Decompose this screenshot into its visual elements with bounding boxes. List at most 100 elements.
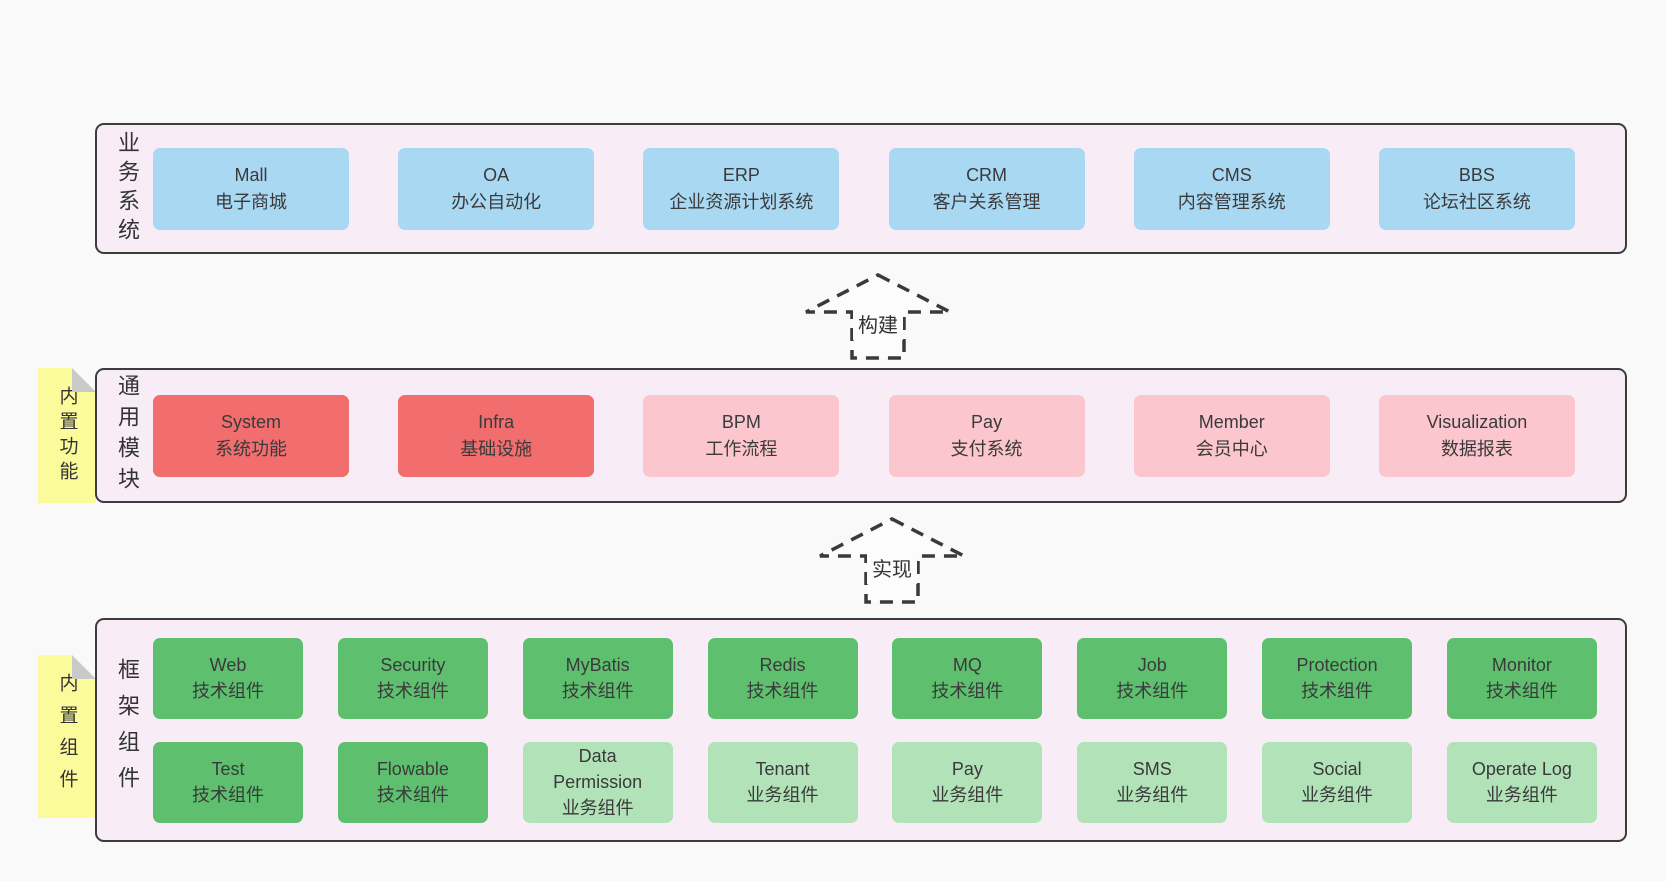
diagram-box-crm: CRM 客户关系管理 bbox=[888, 147, 1085, 230]
box-subtitle: 基础设施 bbox=[460, 438, 533, 459]
box-subtitle: 支付系统 bbox=[950, 438, 1023, 459]
box-subtitle: 技术组件 bbox=[746, 681, 819, 701]
box-title: Test bbox=[211, 758, 245, 779]
diagram-box-data-permission: Data Permission 业务组件 bbox=[522, 741, 673, 823]
diagram-box-bbs: BBS 论坛社区系统 bbox=[1378, 147, 1575, 230]
box-title: Mall bbox=[234, 165, 268, 186]
diagram-box-pay: Pay 支付系统 bbox=[888, 394, 1085, 477]
box-title: MyBatis bbox=[565, 654, 630, 675]
box-subtitle: 系统功能 bbox=[215, 438, 287, 459]
section-label-framework-components: 框架组件 bbox=[115, 658, 140, 802]
box-title: Redis bbox=[759, 654, 806, 675]
section-label-common-modules: 通用模块 bbox=[115, 373, 140, 498]
box-title: Tenant bbox=[755, 758, 810, 779]
diagram-box-flowable: Flowable 技术组件 bbox=[337, 741, 488, 823]
box-subtitle: 业务组件 bbox=[1485, 785, 1558, 805]
box-title: MQ bbox=[952, 654, 982, 675]
diagram-box-web: Web 技术组件 bbox=[153, 637, 303, 719]
diagram-box-mybatis: MyBatis 技术组件 bbox=[522, 637, 673, 719]
box-title: Flowable bbox=[376, 758, 449, 779]
box-subtitle: 技术组件 bbox=[192, 681, 264, 701]
box-title: Security bbox=[380, 654, 446, 675]
diagram-box-erp: ERP 企业资源计划系统 bbox=[643, 147, 840, 230]
box-title: Pay bbox=[971, 412, 1003, 433]
diagram-box-monitor: Monitor 技术组件 bbox=[1446, 637, 1597, 719]
box-subtitle: 技术组件 bbox=[376, 681, 449, 701]
box-title: SMS bbox=[1132, 758, 1172, 779]
box-subtitle: 会员中心 bbox=[1195, 438, 1268, 459]
box-title: Web bbox=[209, 654, 247, 675]
box-subtitle: 技术组件 bbox=[561, 681, 634, 701]
diagram-box-pay: Pay 业务组件 bbox=[892, 741, 1043, 823]
box-subtitle: 数据报表 bbox=[1440, 438, 1513, 459]
box-subtitle: 工作流程 bbox=[705, 438, 778, 459]
box-subtitle: 办公自动化 bbox=[451, 191, 542, 212]
diagram-box-job: Job 技术组件 bbox=[1077, 637, 1228, 719]
section-label-business-systems: 业务系统 bbox=[115, 130, 140, 247]
diagram-box-system: System 系统功能 bbox=[153, 394, 349, 477]
box-subtitle: 内容管理系统 bbox=[1177, 191, 1286, 212]
box-subtitle: 业务组件 bbox=[746, 785, 819, 805]
box-title: Protection bbox=[1296, 654, 1378, 675]
box-title: CMS bbox=[1211, 165, 1252, 186]
sticky-note-text: 内置功能 bbox=[56, 385, 78, 486]
box-subtitle: 技术组件 bbox=[931, 681, 1004, 701]
diagram-box-oa: OA 办公自动化 bbox=[398, 147, 595, 230]
sticky-note-text: 内置组件 bbox=[56, 672, 78, 801]
diagram-box-tenant: Tenant 业务组件 bbox=[707, 741, 858, 823]
box-title: Monitor bbox=[1491, 654, 1552, 675]
box-title: Data Permission bbox=[553, 745, 643, 792]
box-title: OA bbox=[483, 165, 510, 186]
box-subtitle: 技术组件 bbox=[1116, 681, 1189, 701]
diagram-box-sms: SMS 业务组件 bbox=[1077, 741, 1228, 823]
diagram-box-bpm: BPM 工作流程 bbox=[643, 394, 840, 477]
sticky-note-built-in-features: 内置功能 bbox=[38, 368, 96, 503]
box-subtitle: 技术组件 bbox=[1485, 681, 1558, 701]
box-subtitle: 业务组件 bbox=[1116, 785, 1189, 805]
box-title: BPM bbox=[721, 412, 761, 433]
box-subtitle: 企业资源计划系统 bbox=[669, 191, 814, 212]
box-subtitle: 论坛社区系统 bbox=[1422, 191, 1531, 212]
diagram-box-security: Security 技术组件 bbox=[337, 637, 488, 719]
box-title: BBS bbox=[1458, 165, 1495, 186]
box-title: Operate Log bbox=[1471, 758, 1572, 779]
box-title: Visualization bbox=[1426, 412, 1528, 433]
arrow-label-build: 构建 bbox=[853, 306, 903, 340]
box-subtitle: 业务组件 bbox=[1301, 785, 1374, 805]
box-title: System bbox=[220, 412, 281, 433]
box-title: Job bbox=[1137, 654, 1167, 675]
diagram-box-visualization: Visualization 数据报表 bbox=[1378, 394, 1575, 477]
sticky-note-built-in-components: 内置组件 bbox=[38, 655, 96, 818]
arrow-label-implement: 实现 bbox=[867, 550, 917, 584]
diagram-box-infra: Infra 基础设施 bbox=[398, 394, 595, 477]
box-subtitle: 技术组件 bbox=[1301, 681, 1374, 701]
diagram-box-mall: Mall 电子商城 bbox=[153, 147, 349, 230]
diagram-box-protection: Protection 技术组件 bbox=[1262, 637, 1413, 719]
diagram-box-mq: MQ 技术组件 bbox=[892, 637, 1043, 719]
box-subtitle: 技术组件 bbox=[376, 785, 449, 805]
diagram-box-redis: Redis 技术组件 bbox=[707, 637, 858, 719]
box-subtitle: 业务组件 bbox=[931, 785, 1004, 805]
diagram-box-cms: CMS 内容管理系统 bbox=[1133, 147, 1330, 230]
box-title: Social bbox=[1312, 758, 1362, 779]
box-subtitle: 客户关系管理 bbox=[932, 191, 1041, 212]
box-title: CRM bbox=[966, 165, 1008, 186]
section-common-modules: 通用模块 System 系统功能 Infra 基础设施 BPM 工作流程 Pay 支付系统 Me… bbox=[95, 368, 1627, 503]
box-subtitle: 电子商城 bbox=[215, 191, 287, 212]
diagram-box-member: Member 会员中心 bbox=[1133, 394, 1330, 477]
section-business-systems: 业务系统 Mall 电子商城 OA 办公自动化 ERP 企业资源计划系统 CRM 客户关系管理… bbox=[95, 123, 1627, 254]
box-subtitle: 业务组件 bbox=[561, 798, 634, 819]
box-title: Member bbox=[1198, 412, 1265, 433]
diagram-box-operate-log: Operate Log 业务组件 bbox=[1446, 741, 1597, 823]
box-title: Pay bbox=[951, 758, 983, 779]
box-title: ERP bbox=[722, 165, 760, 186]
diagram-box-social: Social 业务组件 bbox=[1262, 741, 1413, 823]
common-modules-box-row: System 系统功能 Infra 基础设施 BPM 工作流程 Pay 支付系统 Member 会… bbox=[137, 370, 1625, 501]
box-title: Infra bbox=[478, 412, 515, 433]
